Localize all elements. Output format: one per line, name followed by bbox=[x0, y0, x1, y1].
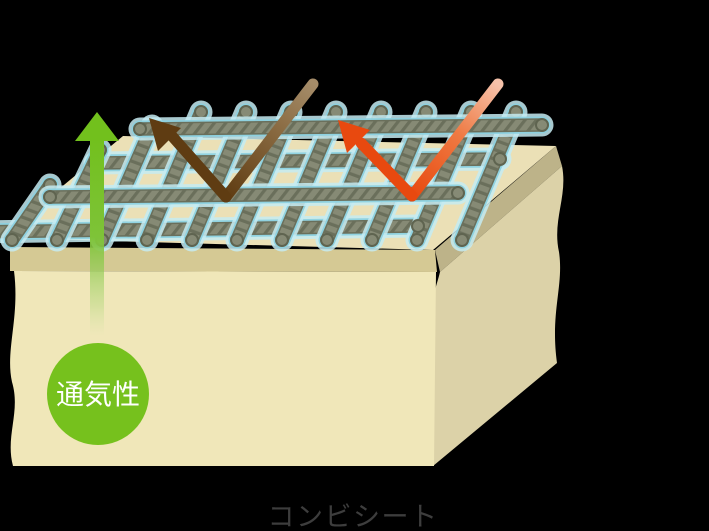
breathability-badge-circle bbox=[47, 343, 149, 445]
reflection-arrow-brown-bounce bbox=[166, 130, 232, 203]
breathability-badge: 通気性 bbox=[47, 343, 149, 445]
reflection-arrow-brown-head bbox=[149, 118, 181, 151]
reflection-arrow-orange-head bbox=[338, 120, 370, 153]
reflection-arrow-orange bbox=[338, 78, 504, 202]
foam-right-face bbox=[432, 166, 564, 466]
breathability-badge-label: 通気性 bbox=[56, 379, 140, 410]
reflection-arrow-brown bbox=[149, 78, 319, 203]
breathability-arrow-head bbox=[75, 112, 119, 141]
reflection-arrow-orange-bounce bbox=[355, 137, 418, 202]
reflection-arrow-brown-tail bbox=[220, 78, 319, 203]
breathability-arrow bbox=[75, 112, 119, 336]
product-caption: コンビシート bbox=[268, 502, 439, 531]
foam-front-band bbox=[10, 247, 437, 272]
reflection-arrow-orange-tail bbox=[406, 78, 504, 202]
